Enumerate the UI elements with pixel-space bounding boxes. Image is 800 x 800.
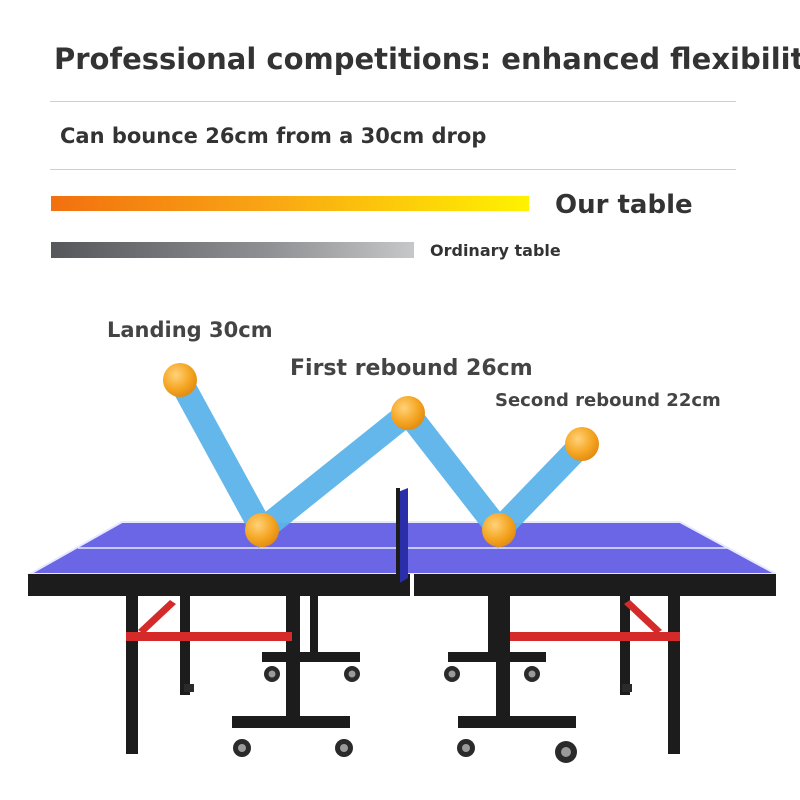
divider-top [50,101,736,102]
ping-pong-ball-icon [163,363,599,547]
ordinary-table-bar [51,242,414,258]
headline: Professional competitions: enhanced flex… [54,42,800,76]
divider-bottom [50,169,736,170]
caster-wheel-icon [184,666,632,763]
first-rebound-annotation: First rebound 26cm [290,356,533,381]
second-rebound-annotation: Second rebound 22cm [495,390,721,411]
our-table-bar [51,196,529,211]
table-legs [126,592,680,754]
landing-annotation: Landing 30cm [107,318,273,342]
net-icon [396,488,408,584]
cross-brace [126,600,680,641]
subline: Can bounce 26cm from a 30cm drop [60,124,487,148]
our-table-label: Our table [555,190,693,220]
ordinary-table-label: Ordinary table [430,241,561,260]
